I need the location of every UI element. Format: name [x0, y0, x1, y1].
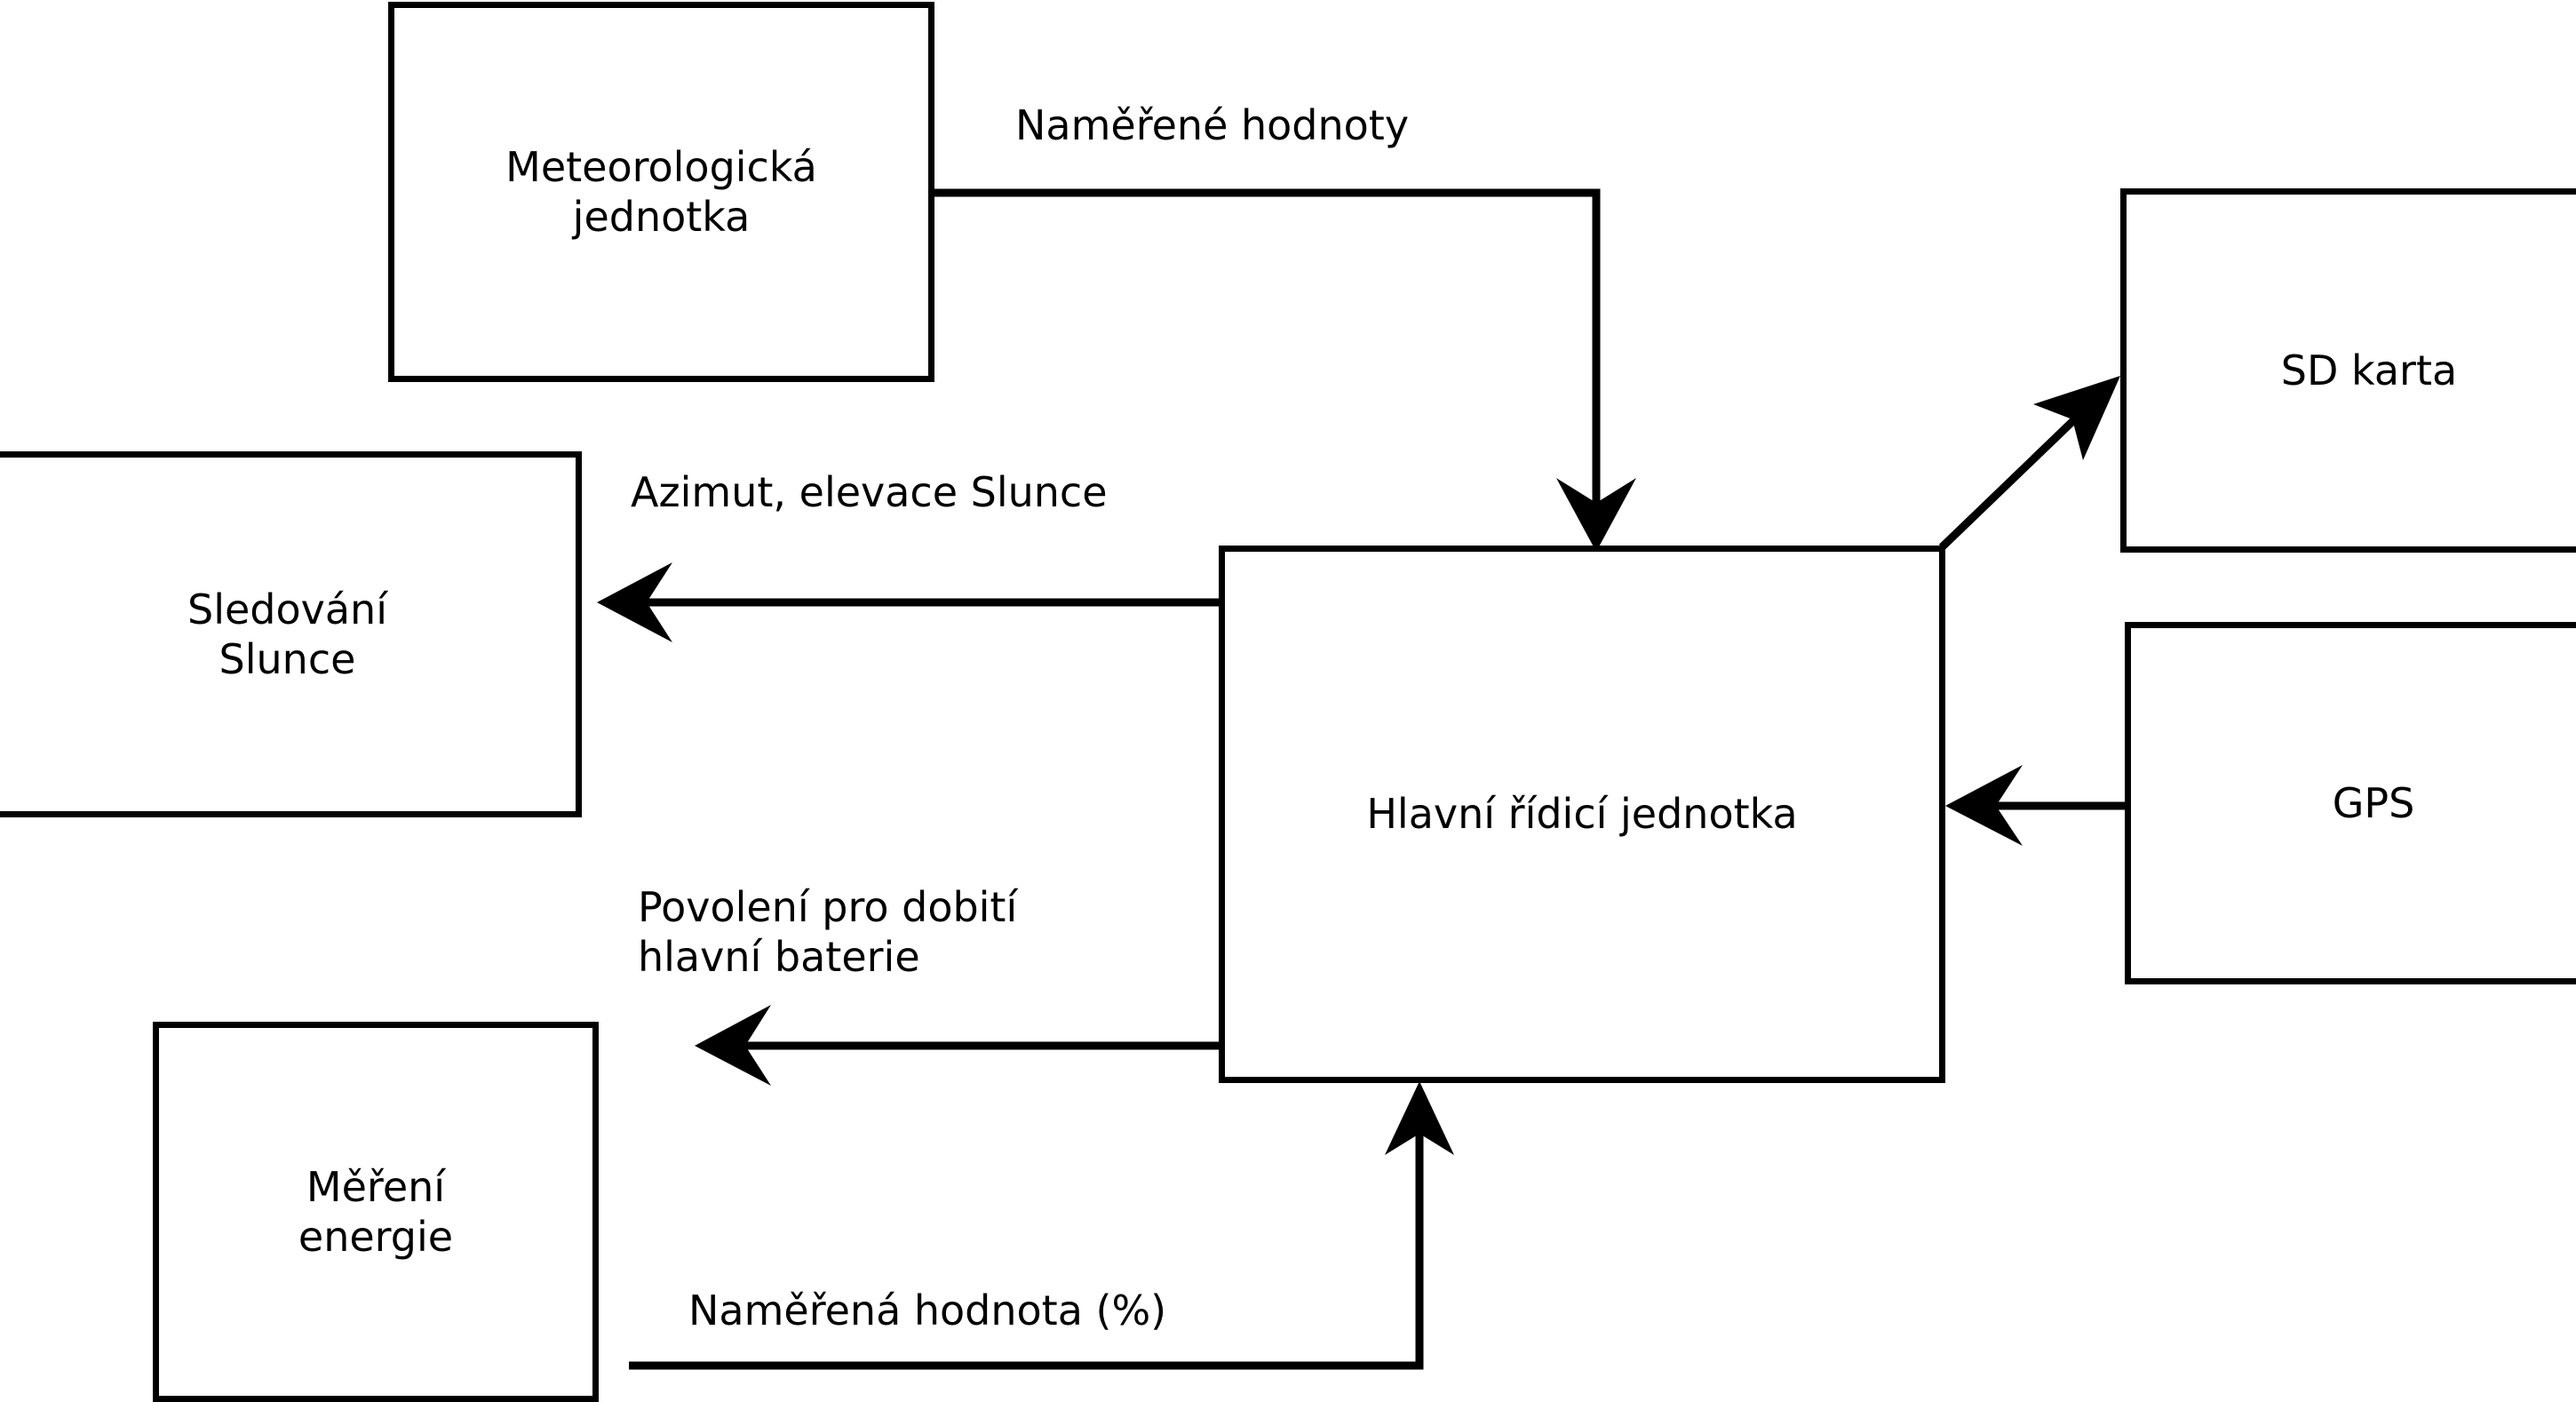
edge-main-sd — [1938, 376, 2120, 551]
edge-label-namerena-hodnota: Naměřená hodnota (%) — [688, 1286, 1167, 1334]
node-label: Meteorologická jednotka — [505, 142, 817, 241]
edge-gps-main — [1945, 765, 2125, 846]
edge-main-sun — [597, 562, 1219, 642]
node-gps[interactable]: GPS — [2125, 622, 2576, 984]
node-mereni-energie[interactable]: Měření energie — [153, 1022, 599, 1402]
node-label: GPS — [2332, 778, 2415, 827]
edge-label-namerene-hodnoty: Naměřené hodnoty — [1015, 101, 1410, 149]
edge-label-povoleni-pro-dobiti: Povolení pro dobití hlavní baterie — [638, 883, 1018, 982]
node-label: SD karta — [2280, 346, 2458, 394]
node-label: Měření energie — [298, 1162, 454, 1261]
node-sledovani-slunce[interactable]: Sledování Slunce — [0, 451, 582, 817]
node-label: Sledování Slunce — [187, 585, 387, 683]
edge-label-azimut-elevace-slunce: Azimut, elevace Slunce — [631, 468, 1108, 516]
node-label: Hlavní řídicí jednotka — [1366, 790, 1798, 839]
edge-main-energy — [695, 1005, 1219, 1086]
node-sd-karta[interactable]: SD karta — [2120, 188, 2576, 553]
node-meteorologicka-jednotka[interactable]: Meteorologická jednotka — [388, 2, 934, 382]
node-hlavni-ridici-jednotka[interactable]: Hlavní řídicí jednotka — [1219, 546, 1945, 1083]
